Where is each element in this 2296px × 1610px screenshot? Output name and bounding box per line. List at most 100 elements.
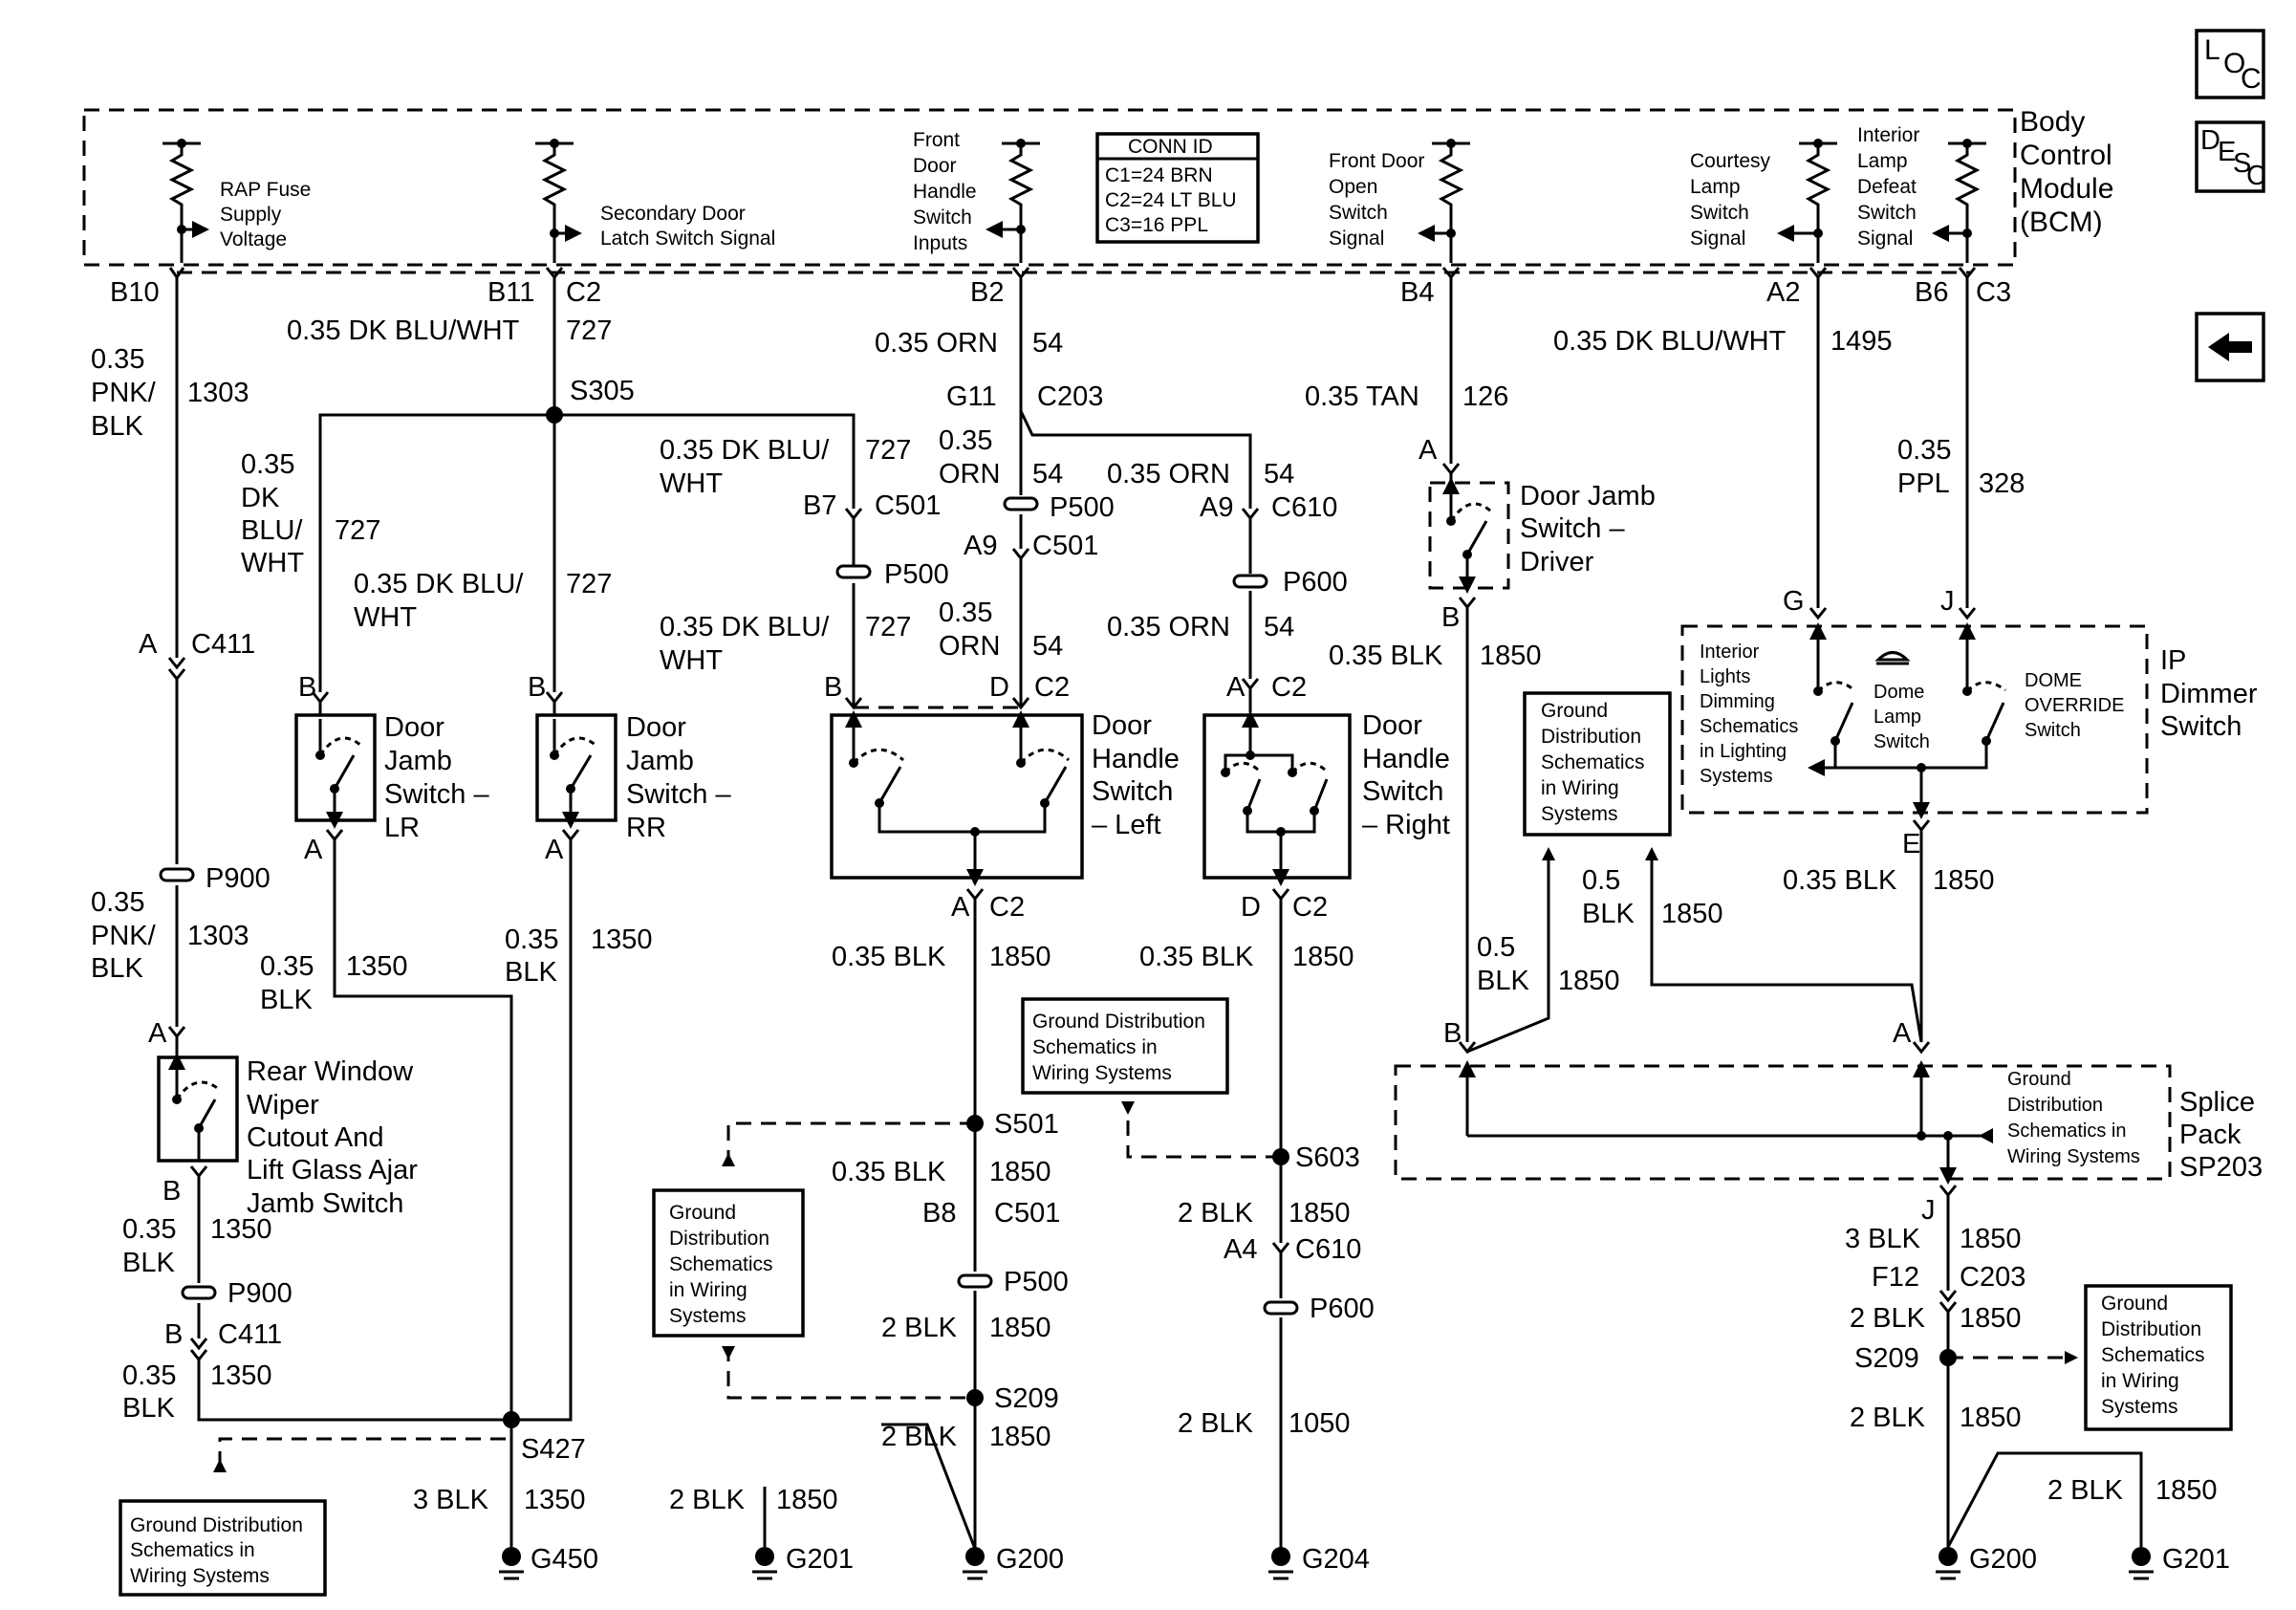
rr-pin-a: A	[545, 835, 564, 865]
a4-label: A4	[1224, 1234, 1257, 1265]
front-handle-resistor	[986, 139, 1040, 263]
rap-resistor	[162, 139, 209, 263]
loc-button[interactable]: L O C	[2195, 29, 2265, 99]
lr-1350-color: BLK	[260, 985, 313, 1015]
g204-label: G204	[1302, 1544, 1370, 1575]
lr-color-2: BLU/	[241, 515, 303, 546]
splice-pack	[1394, 1060, 2172, 1185]
back-button[interactable]	[2195, 312, 2265, 382]
gd-sp-label-4: Wiring Systems	[2007, 1146, 2140, 1167]
door-jamb-driver-label-2: Switch –	[1520, 513, 1625, 544]
right-orn-number-2: 54	[1264, 612, 1294, 642]
w1350-number: 1350	[210, 1214, 272, 1245]
door-jamb-lr-switch	[294, 713, 377, 829]
s209-label: S209	[994, 1383, 1059, 1414]
rap-label-1: RAP Fuse	[220, 179, 311, 201]
circuit-1850-left	[722, 888, 993, 1550]
s501-1850-number: 1850	[989, 1157, 1051, 1187]
lr-number: 727	[335, 515, 380, 546]
rr-pin-b: B	[528, 672, 546, 703]
p900-label-2: P900	[227, 1278, 292, 1309]
gd-a-label-5: Systems	[669, 1305, 747, 1327]
gd-e-label-5: Systems	[2101, 1396, 2178, 1418]
gd-c-label-2: Distribution	[1541, 726, 1641, 748]
g200r-1850: 1850	[1960, 1403, 2022, 1433]
a9-label-2: A9	[1200, 492, 1233, 523]
splice-pack-label-1: Splice	[2179, 1087, 2255, 1118]
circuit-1850-right	[1121, 888, 1299, 1549]
gd-e-label-4: in Wiring	[2101, 1370, 2179, 1392]
w126-number: 126	[1462, 381, 1508, 412]
sp-pin-a: A	[1893, 1018, 1912, 1049]
c411-label-2: C411	[218, 1319, 282, 1350]
pin-c3: C3	[1976, 277, 2011, 308]
gd-sp-label-2: Distribution	[2007, 1095, 2103, 1116]
bcm-title-3: Module	[2020, 173, 2113, 205]
dome-override-label-2: OVERRIDE	[2025, 695, 2124, 716]
gd-e-label-2: Distribution	[2101, 1318, 2201, 1340]
a9-label: A9	[964, 531, 997, 561]
gd-a-label-3: Schematics	[669, 1253, 773, 1275]
w1303-number-2: 1303	[187, 921, 249, 951]
w727-label: 0.35 DK BLU/WHT	[287, 315, 520, 346]
rear-window-switch	[157, 1053, 239, 1163]
w328-gauge: 0.35	[1897, 435, 1951, 466]
gd-d-label-1: Ground Distribution	[130, 1514, 303, 1536]
g201-right-ground-icon	[2129, 1547, 2154, 1580]
pin-b4: B4	[1400, 277, 1434, 308]
hl-1850-number: 1850	[989, 942, 1051, 972]
driver-05-gauge: 0.5	[1477, 932, 1515, 963]
handle-right-label-3: Switch	[1362, 776, 1443, 807]
hl-c2-bottom: C2	[989, 892, 1025, 923]
g201-ground-icon	[752, 1547, 777, 1580]
rw-pin-b: B	[162, 1176, 181, 1207]
gd-05-color: BLK	[1582, 899, 1635, 929]
dome-lamp-icon	[1874, 651, 1911, 662]
ip-interior-label-3: Dimming	[1700, 691, 1775, 712]
conn-id-title: CONN ID	[1128, 136, 1213, 158]
ground-ref-box-d: Ground Distribution Schematics in Wiring…	[119, 1499, 327, 1597]
desc-button[interactable]: D E S C	[2195, 120, 2266, 193]
w1495-label: 0.35 DK BLU/WHT	[1553, 326, 1787, 357]
courtesy-label-2: Lamp	[1690, 176, 1741, 198]
door-jamb-lr-label-2: Jamb	[384, 746, 452, 776]
w1303-gauge-2: 0.35	[91, 887, 144, 918]
gd-a-label-2: Distribution	[669, 1228, 769, 1250]
w328-color: PPL	[1897, 468, 1950, 499]
w1303-number: 1303	[187, 378, 249, 408]
g200r-2blk: 2 BLK	[1850, 1403, 1926, 1433]
circuit-1850-sp	[1939, 1185, 2143, 1548]
gd-b-label-1: Ground Distribution	[1032, 1011, 1205, 1033]
courtesy-label-3: Switch	[1690, 202, 1749, 224]
hr-c2-bottom: C2	[1292, 892, 1328, 923]
circuit-1850-driver	[1458, 597, 1555, 1055]
dome-override-label-1: DOME	[2025, 670, 2082, 691]
pin-b10: B10	[110, 277, 160, 308]
g200-right-label: G200	[1969, 1544, 2037, 1575]
b8-label: B8	[922, 1198, 956, 1229]
w328-number: 328	[1979, 468, 2025, 499]
ip-1850-number: 1850	[1933, 865, 1995, 896]
circuit-126	[1441, 267, 1461, 483]
gd-b-label-3: Wiring Systems	[1032, 1062, 1172, 1084]
w1350-gauge-2: 0.35	[122, 1360, 176, 1391]
driver-1850-number: 1850	[1480, 641, 1542, 671]
s603-1850: 1850	[1289, 1198, 1351, 1229]
desc-letter-c: C	[2246, 161, 2266, 191]
sp-3blk-1850: 1850	[1960, 1224, 2022, 1254]
handle-right-label-4: – Right	[1362, 810, 1450, 840]
interior-defeat-resistor	[1932, 139, 1986, 263]
mid2-label-2: WHT	[660, 645, 723, 676]
front-open-label-2: Open	[1329, 176, 1377, 198]
g204-1050: 1050	[1289, 1408, 1351, 1439]
door-jamb-lr-label-4: LR	[384, 813, 420, 843]
hl-d-chevron	[1011, 697, 1030, 710]
dome-lamp-label-3: Switch	[1874, 731, 1930, 752]
c411-pin-b: B	[164, 1319, 183, 1350]
mid1-label-2: WHT	[660, 468, 723, 499]
s209-2blk: 2 BLK	[881, 1422, 958, 1452]
hr-pin-a: A	[1226, 672, 1245, 703]
c411-label: C411	[191, 629, 255, 660]
door-jamb-rr-label-3: Switch –	[626, 779, 731, 810]
gd-c-label-3: Schematics	[1541, 751, 1645, 773]
